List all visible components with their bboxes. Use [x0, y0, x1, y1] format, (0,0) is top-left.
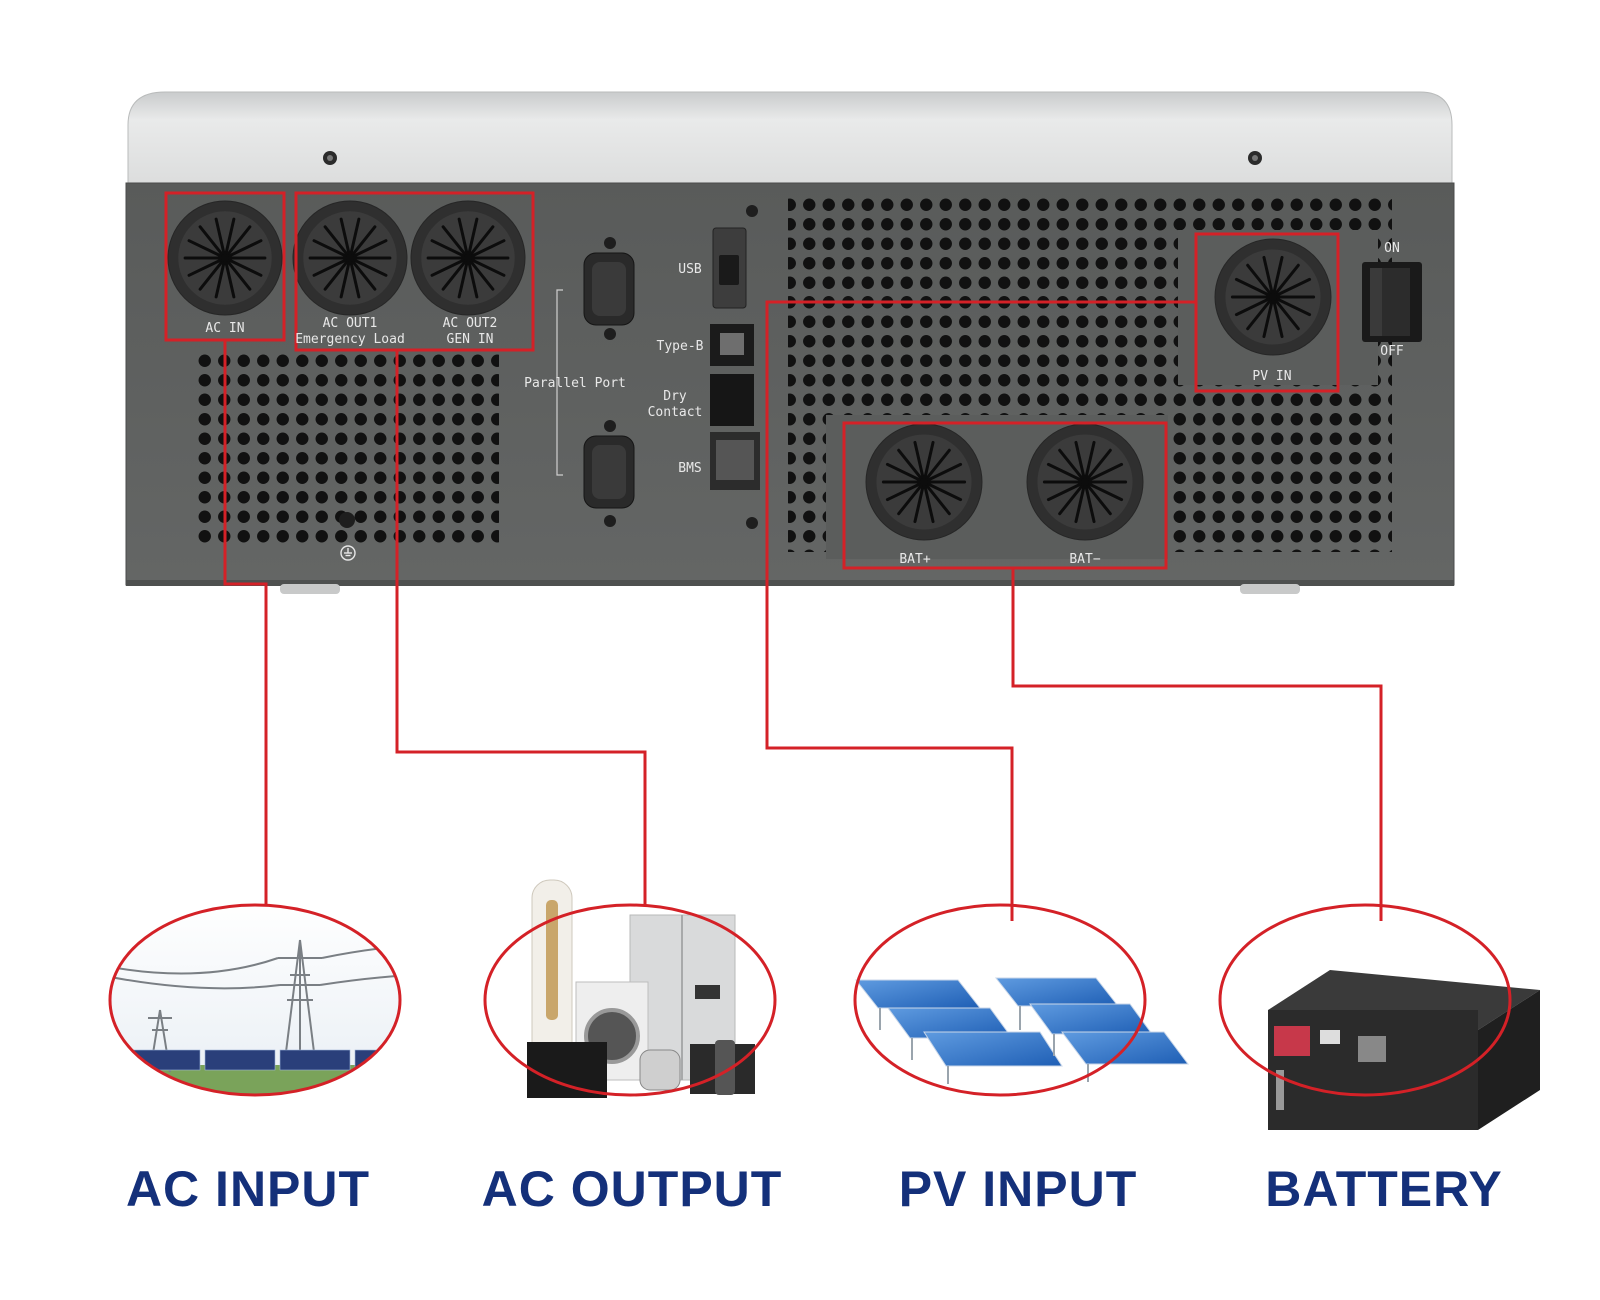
ac-out1-gland [292, 200, 408, 316]
ac-in-label: AC IN [205, 321, 245, 336]
ground-screw [339, 512, 355, 528]
switch-off-label: OFF [1380, 344, 1404, 359]
ac-out1-subtitle: Emergency Load [295, 332, 405, 347]
parallel-port-label: Parallel Port [524, 376, 626, 391]
bms-label: BMS [678, 461, 702, 476]
battery-rack-illustration [1268, 970, 1540, 1130]
power-grid-illustration [110, 905, 400, 1095]
bat-minus-gland [1026, 423, 1144, 541]
ac-out2-gland [410, 200, 526, 316]
ac-output-ellipse [483, 903, 777, 1097]
ac-out2-subtitle: GEN IN [446, 332, 494, 347]
pv-in-gland [1214, 238, 1332, 356]
dry-contact-line1: Dry [663, 389, 687, 404]
usb-label: USB [678, 262, 702, 277]
ac-input-ellipse [108, 903, 402, 1097]
communication-ports [710, 205, 760, 529]
ac-input-title: AC INPUT [125, 1161, 371, 1217]
category-ellipses [108, 903, 1512, 1097]
battery-title: BATTERY [1265, 1161, 1503, 1217]
dry-contact-line2: Contact [647, 405, 703, 420]
bat-plus-gland [865, 423, 983, 541]
pv-input-title: PV INPUT [898, 1161, 1138, 1217]
battery-ellipse [1218, 903, 1512, 1097]
ac-out1-label: AC OUT1 Emergency Load [290, 316, 410, 348]
ac-out2-label: AC OUT2 GEN IN [425, 316, 515, 348]
battery-line [1011, 568, 1383, 921]
ac-out2-title: AC OUT2 [442, 316, 498, 331]
ac-out-highlight [294, 191, 535, 352]
dry-contact-label: Dry Contact [640, 389, 710, 421]
switch-on-label: ON [1384, 241, 1400, 256]
ac-in-gland [167, 200, 283, 316]
type-b-label: Type-B [656, 339, 704, 354]
ac-output-title: AC OUTPUT [481, 1161, 783, 1217]
connection-lines [223, 300, 1383, 921]
bat-minus-label: BAT− [1069, 552, 1101, 567]
ground-icon [340, 545, 356, 561]
battery-highlight [842, 421, 1168, 570]
parallel-port-connectors [556, 237, 635, 527]
pv-in-highlight [1194, 232, 1340, 393]
pv-input-ellipse [853, 903, 1147, 1097]
ac-out1-title: AC OUT1 [322, 316, 378, 331]
bat-plus-label: BAT+ [899, 552, 931, 567]
ac-input-line [223, 340, 268, 921]
pv-input-line [765, 300, 1196, 921]
ac-output-line [395, 350, 647, 921]
power-switch[interactable] [1362, 262, 1422, 342]
home-appliances-illustration [485, 879, 775, 1098]
pv-in-label: PV IN [1252, 369, 1292, 384]
